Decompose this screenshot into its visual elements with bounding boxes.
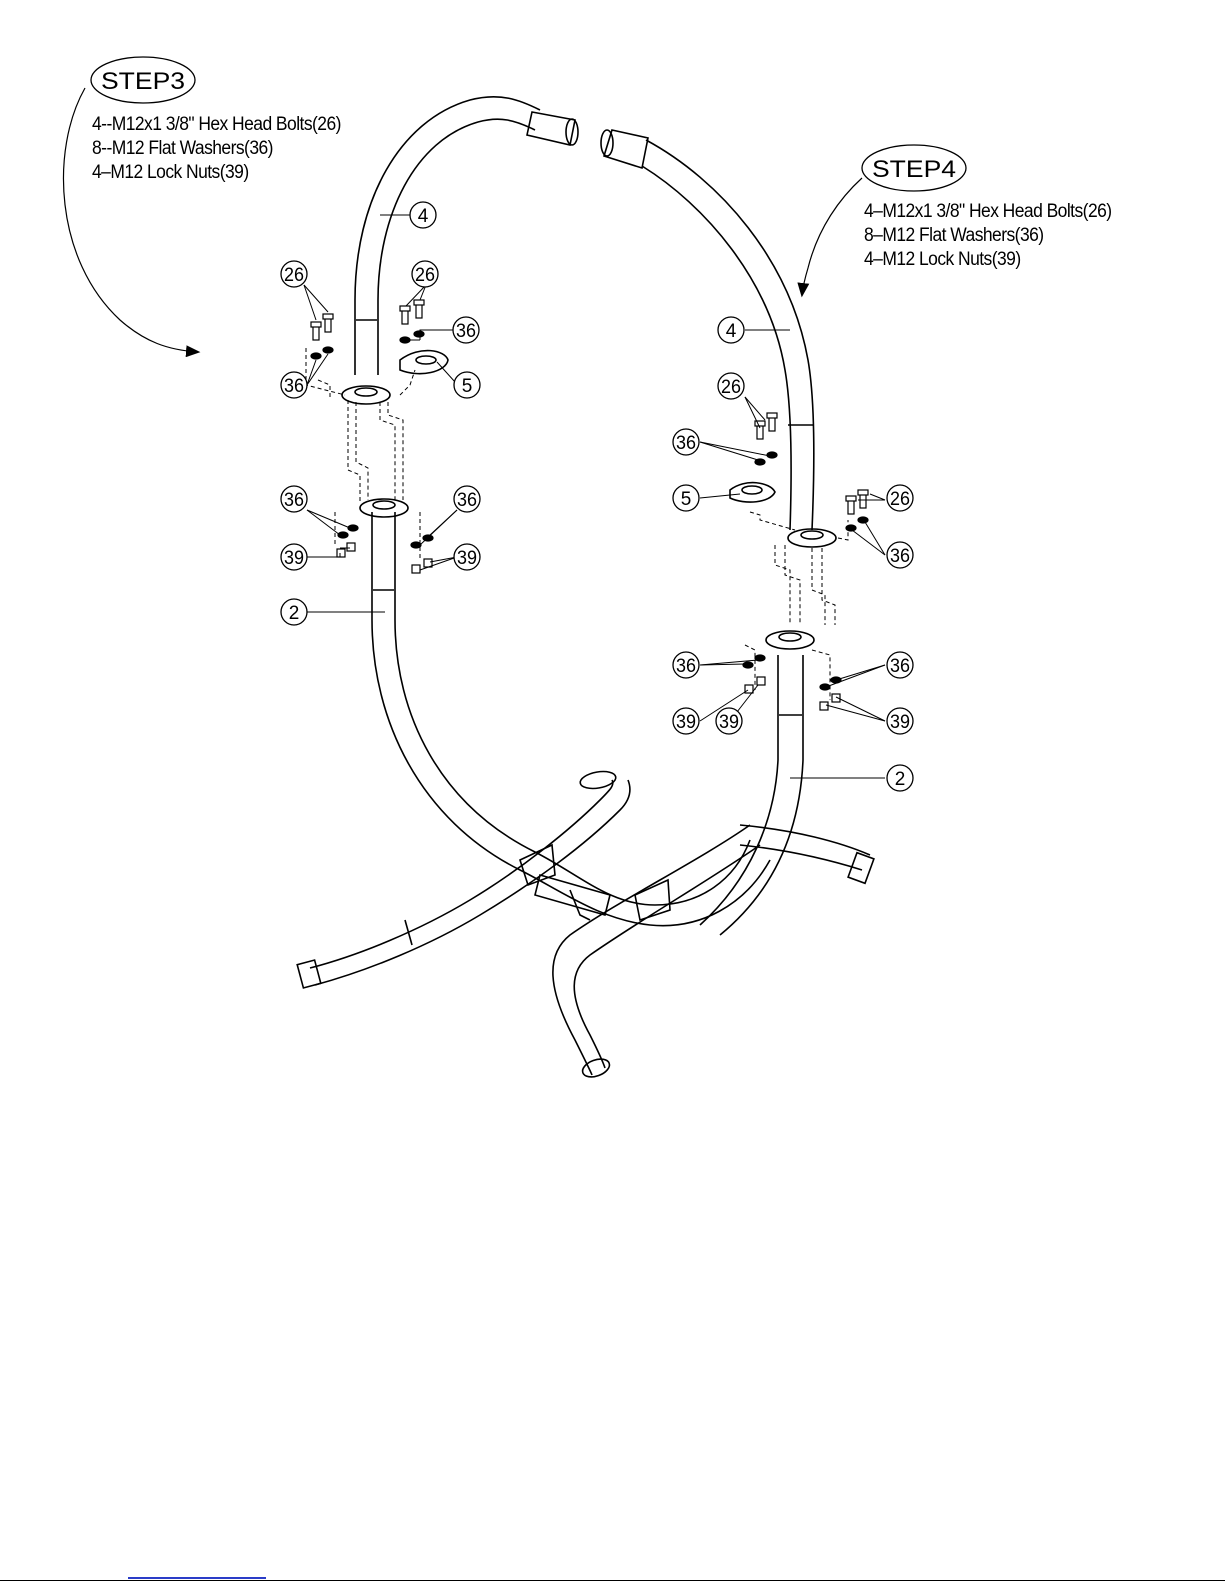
callout-36-left-c: 36 xyxy=(281,486,307,512)
step3-item-washers: 8--M12 Flat Washers(36) xyxy=(92,137,341,161)
svg-text:39: 39 xyxy=(676,712,696,733)
callout-5-right: 5 xyxy=(673,485,699,511)
svg-text:39: 39 xyxy=(457,548,477,569)
footer-rule xyxy=(0,1580,1225,1581)
callout-39-left-b: 39 xyxy=(454,544,480,570)
callout-26-left-b: 26 xyxy=(412,261,438,287)
leader-lines xyxy=(304,215,885,778)
callout-36-left-b: 36 xyxy=(281,372,307,398)
callout-39-right-a: 39 xyxy=(673,708,699,734)
svg-text:39: 39 xyxy=(890,712,910,733)
svg-text:36: 36 xyxy=(456,321,476,342)
svg-text:2: 2 xyxy=(895,769,906,790)
step4-title: STEP4 xyxy=(872,156,956,183)
callout-2-right: 2 xyxy=(887,765,913,791)
step4-hardware-list: 4–M12x1 3/8" Hex Head Bolts(26) 8–M12 Fl… xyxy=(864,200,1112,272)
step3-item-bolts: 4--M12x1 3/8" Hex Head Bolts(26) xyxy=(92,113,341,137)
callout-36-right-d: 36 xyxy=(887,652,913,678)
svg-text:36: 36 xyxy=(676,656,696,677)
step4-arrow xyxy=(802,178,862,295)
callout-2-left: 2 xyxy=(281,599,307,625)
callout-39-right-b: 39 xyxy=(716,708,742,734)
svg-text:4: 4 xyxy=(726,321,737,342)
assembly-guide-lines xyxy=(306,348,848,700)
front-left-leg xyxy=(310,780,613,968)
svg-text:2: 2 xyxy=(289,603,300,624)
step4-item-nuts: 4–M12 Lock Nuts(39) xyxy=(864,248,1112,272)
step3-hardware-list: 4--M12x1 3/8" Hex Head Bolts(26) 8--M12 … xyxy=(92,113,341,185)
front-right-leg xyxy=(553,825,750,1075)
lower-arc-left-tube xyxy=(372,512,770,926)
callout-26-left-a: 26 xyxy=(281,261,307,287)
callout-39-left-a: 39 xyxy=(281,544,307,570)
callout-4-right: 4 xyxy=(718,317,744,343)
callout-36-left-d: 36 xyxy=(454,486,480,512)
svg-text:36: 36 xyxy=(284,376,304,397)
callout-5-left: 5 xyxy=(454,372,480,398)
step3-badge: STEP3 xyxy=(91,57,195,103)
svg-text:39: 39 xyxy=(719,712,739,733)
step4-item-washers: 8–M12 Flat Washers(36) xyxy=(864,224,1112,248)
svg-text:26: 26 xyxy=(415,265,435,286)
callout-26-right-a: 26 xyxy=(718,373,744,399)
svg-text:26: 26 xyxy=(721,377,741,398)
callout-36-right-b: 36 xyxy=(887,542,913,568)
svg-text:5: 5 xyxy=(681,489,692,510)
svg-text:5: 5 xyxy=(462,376,473,397)
svg-text:36: 36 xyxy=(457,490,477,511)
step4-item-bolts: 4–M12x1 3/8" Hex Head Bolts(26) xyxy=(864,200,1112,224)
svg-text:4: 4 xyxy=(418,206,429,227)
svg-text:39: 39 xyxy=(284,548,304,569)
callout-36-right-c: 36 xyxy=(673,652,699,678)
svg-text:36: 36 xyxy=(890,656,910,677)
svg-text:36: 36 xyxy=(676,433,696,454)
svg-text:26: 26 xyxy=(890,489,910,510)
footer-link-underline[interactable] xyxy=(128,1577,266,1579)
callout-4-left: 4 xyxy=(410,202,436,228)
svg-text:36: 36 xyxy=(284,490,304,511)
svg-text:36: 36 xyxy=(890,546,910,567)
part-callouts: 4 26 26 36 36 5 36 36 39 39 2 4 26 36 5 … xyxy=(281,202,913,791)
upper-arch-left-tube xyxy=(355,97,540,375)
step3-item-nuts: 4–M12 Lock Nuts(39) xyxy=(92,161,341,185)
rear-right-leg xyxy=(740,845,862,870)
callout-36-left-a: 36 xyxy=(453,317,479,343)
callout-39-right-c: 39 xyxy=(887,708,913,734)
step3-title: STEP3 xyxy=(101,68,185,95)
callout-36-right-a: 36 xyxy=(673,429,699,455)
callout-26-right-b: 26 xyxy=(887,485,913,511)
svg-text:26: 26 xyxy=(284,265,304,286)
step4-badge: STEP4 xyxy=(862,145,966,191)
frame-tubes xyxy=(297,97,874,1081)
